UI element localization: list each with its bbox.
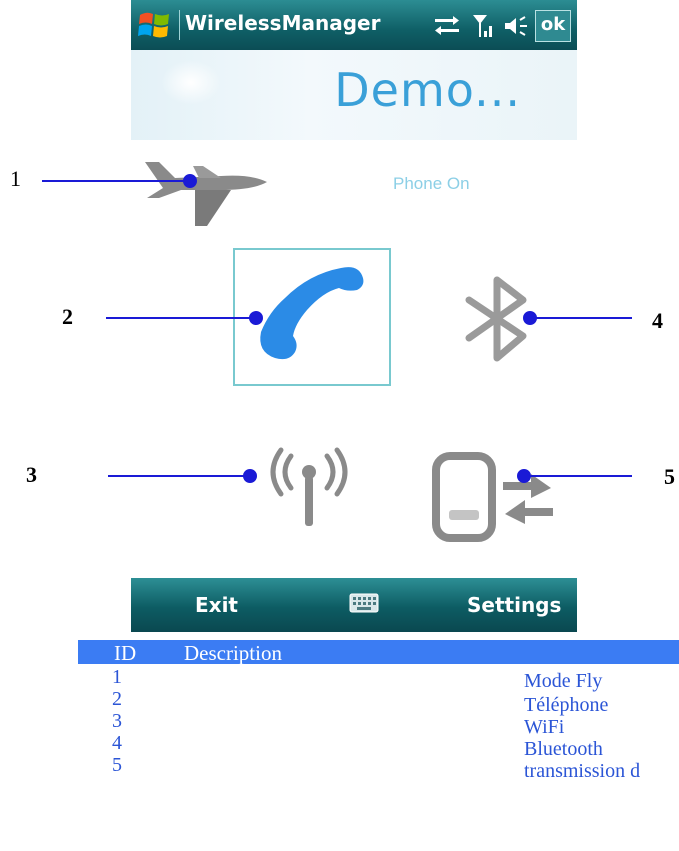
column-header-description: Description	[184, 641, 282, 665]
windows-flag-icon[interactable]	[137, 9, 171, 41]
sync-arrows-icon	[435, 16, 459, 35]
row-description: transmission d	[524, 760, 641, 782]
row-id: 5	[112, 754, 122, 776]
device-sync-icon[interactable]	[431, 452, 555, 544]
row-id: 3	[112, 710, 122, 732]
airplane-icon[interactable]	[141, 150, 271, 230]
header-area: Demo...	[131, 50, 577, 140]
callout-marker-1	[183, 174, 197, 188]
phone-screen: WirelessManager ok Demo... Phone On	[131, 0, 577, 632]
row-id: 4	[112, 732, 122, 754]
page-title: Demo...	[334, 63, 521, 117]
settings-softkey[interactable]: Settings	[467, 593, 562, 617]
signal-strength-icon	[473, 15, 492, 37]
title-separator	[179, 10, 180, 40]
title-bar: WirelessManager ok	[131, 0, 577, 50]
callout-marker-2	[249, 311, 263, 325]
softkey-bar: Exit Settings	[131, 578, 577, 632]
column-header-id: ID	[114, 641, 137, 665]
app-title: WirelessManager	[185, 11, 381, 35]
phone-status-text: Phone On	[393, 174, 470, 193]
callout-marker-3	[243, 469, 257, 483]
ok-button[interactable]: ok	[535, 10, 571, 42]
callout-marker-4	[523, 311, 537, 325]
row-id: 2	[112, 688, 122, 710]
callout-number-2: 2	[62, 304, 73, 329]
status-icons	[435, 15, 527, 37]
bluetooth-icon[interactable]	[461, 276, 531, 362]
speaker-icon	[505, 16, 527, 36]
row-description: Bluetooth	[524, 738, 603, 760]
callout-overlay	[42, 174, 632, 483]
callout-number-1: 1	[10, 166, 21, 191]
phone-handset-icon[interactable]	[255, 262, 367, 362]
row-id: 1	[112, 666, 122, 688]
callout-marker-5	[517, 469, 531, 483]
row-description: Téléphone	[524, 694, 609, 716]
row-description: WiFi	[524, 716, 565, 738]
callout-number-3: 3	[26, 462, 37, 487]
header-glow	[161, 60, 221, 105]
antenna-icon[interactable]	[261, 442, 357, 530]
callout-number-4: 4	[652, 308, 663, 333]
callout-number-5: 5	[664, 464, 675, 489]
row-description: Mode Fly	[524, 670, 603, 692]
table-header: ID Description	[78, 640, 679, 665]
keyboard-icon[interactable]	[349, 592, 379, 614]
exit-softkey[interactable]: Exit	[195, 593, 238, 617]
